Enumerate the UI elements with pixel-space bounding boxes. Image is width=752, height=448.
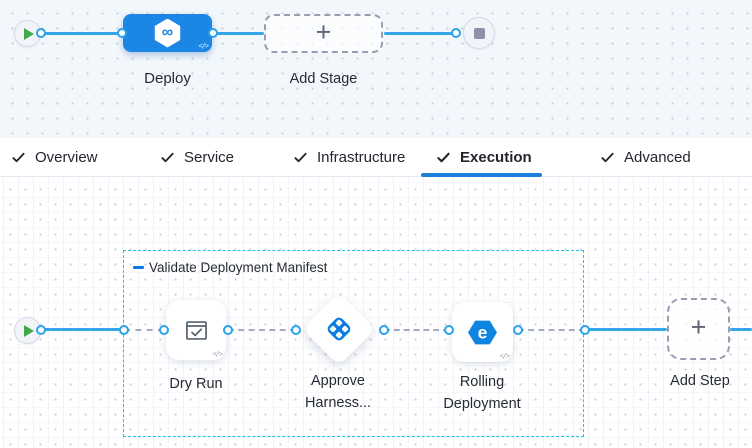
step-group-header: Validate Deployment Manifest	[133, 260, 327, 275]
approval-diamond-icon	[327, 317, 351, 341]
step-node-dry-run[interactable]: </>	[166, 300, 226, 360]
pipeline-start-node	[14, 20, 41, 47]
tab-service[interactable]: Service	[160, 138, 234, 176]
step-group-container[interactable]	[123, 250, 584, 437]
stop-icon	[473, 27, 485, 39]
add-stage-button[interactable]: +	[264, 14, 383, 53]
connector-port	[451, 28, 461, 38]
connector-port	[513, 325, 523, 335]
add-step-label: Add Step	[670, 373, 730, 389]
active-tab-underline	[421, 173, 542, 177]
tab-label: Infrastructure	[317, 148, 406, 166]
step-connector-line	[30, 328, 124, 331]
step-dashed-line	[384, 329, 449, 331]
yaml-code-icon: </>	[499, 352, 510, 360]
step-dashed-line	[228, 329, 296, 331]
step-label-approve: Approve Harness...	[304, 373, 372, 411]
step-label-rolling-deployment: Rolling Deployment	[443, 374, 521, 412]
tab-overview[interactable]: Overview	[11, 138, 98, 176]
collapse-minus-icon[interactable]	[133, 266, 144, 269]
execution-canvas: Validate Deployment Manifest </> Dry Run	[0, 177, 752, 448]
connector-port	[208, 28, 218, 38]
add-stage-label: Add Stage	[289, 71, 358, 87]
dry-run-window-check-icon	[185, 320, 207, 340]
tab-execution[interactable]: Execution	[436, 138, 532, 176]
connector-port	[444, 325, 454, 335]
harness-cd-hexagon-icon: ∞	[154, 18, 181, 48]
yaml-code-icon: </>	[198, 42, 209, 50]
step-group-label: Validate Deployment Manifest	[149, 260, 328, 275]
checkmark-icon	[161, 152, 174, 162]
connector-port	[119, 325, 129, 335]
add-step-button[interactable]: +	[667, 298, 730, 360]
stage-connector-line	[212, 32, 264, 35]
step-dashed-line	[124, 329, 164, 331]
tab-label: Overview	[35, 148, 98, 166]
tab-infrastructure[interactable]: Infrastructure	[293, 138, 405, 176]
connector-port	[379, 325, 389, 335]
play-icon	[24, 324, 34, 337]
stage-config-tabbar: Overview Service Infrastructure Executio…	[0, 138, 752, 177]
stage-node-deploy[interactable]: ∞ </>	[123, 14, 212, 52]
stage-connector-line	[384, 32, 459, 35]
plus-icon: +	[690, 312, 707, 342]
checkmark-icon	[12, 152, 25, 162]
checkmark-icon	[294, 152, 307, 162]
connector-port	[580, 325, 590, 335]
step-dashed-line	[518, 329, 585, 331]
connector-port	[159, 325, 169, 335]
pipeline-end-node	[463, 17, 495, 49]
connector-port	[223, 325, 233, 335]
rolling-glyph: e	[478, 322, 488, 342]
rolling-deployment-hexagon-icon: e	[468, 320, 497, 344]
connector-port	[36, 325, 46, 335]
stage-canvas: ∞ </> Deploy + Add Stage	[0, 0, 752, 138]
infinity-glyph: ∞	[161, 24, 174, 41]
step-connector-line	[730, 328, 752, 331]
step-label-dry-run: Dry Run	[169, 376, 223, 392]
connector-port	[291, 325, 301, 335]
step-connector-line	[585, 328, 667, 331]
stage-label-deploy: Deploy	[144, 70, 191, 87]
checkmark-icon	[601, 152, 614, 162]
tab-advanced[interactable]: Advanced	[600, 138, 691, 176]
stage-connector-line	[30, 32, 123, 35]
step-node-rolling-deployment[interactable]: e </>	[452, 302, 513, 362]
checkmark-icon	[437, 152, 450, 162]
yaml-code-icon: </>	[212, 350, 223, 358]
connector-port	[36, 28, 46, 38]
plus-icon: +	[315, 16, 332, 47]
tab-label: Service	[184, 148, 235, 166]
tab-label: Advanced	[624, 148, 691, 166]
tab-label: Execution	[460, 148, 532, 166]
connector-port	[117, 28, 127, 38]
play-icon	[24, 27, 34, 40]
